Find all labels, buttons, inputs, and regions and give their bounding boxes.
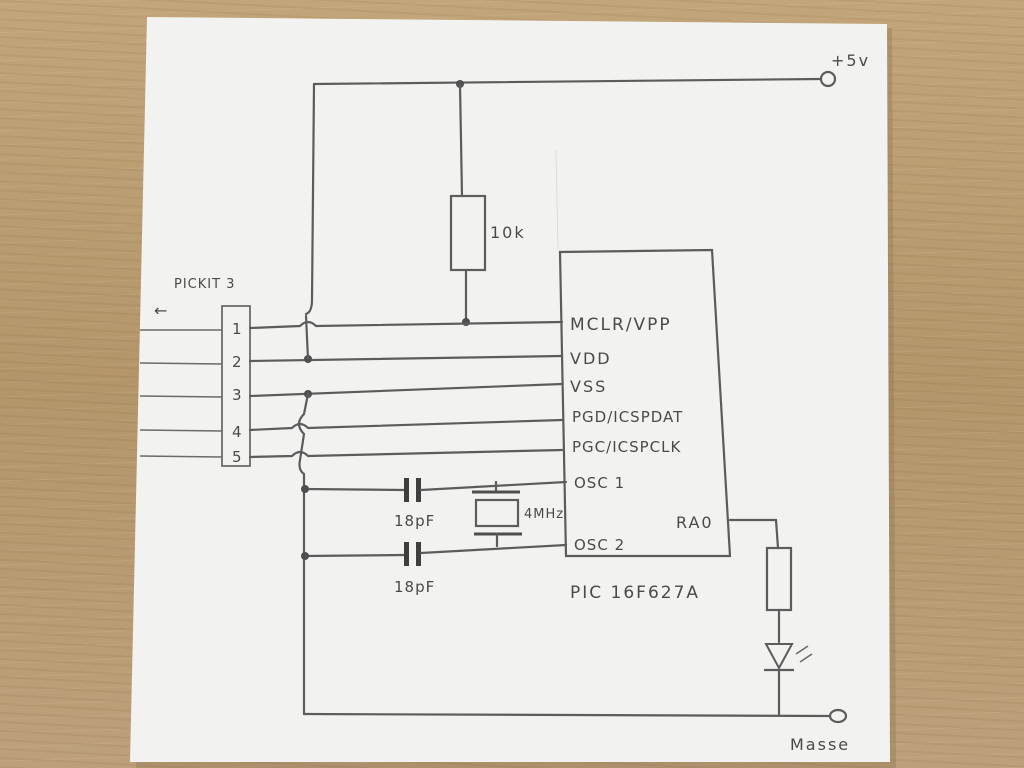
vplus-terminal (819, 70, 837, 88)
chip-pin-vdd: VDD (570, 349, 612, 368)
programmer-label: PICKIT 3 (174, 277, 235, 292)
led-branch (728, 518, 813, 716)
pic-chip: MCLR/VPP VDD VSS PGD/ICSPDAT PGC/ICSPCLK… (558, 248, 732, 603)
connector-body (221, 305, 251, 467)
crystal-label: 4MHz (524, 507, 564, 522)
chip-pin-osc1: OSC 1 (574, 474, 625, 492)
vplus-rail: +5v (304, 51, 870, 316)
chip-body (558, 248, 732, 558)
junction-dot (301, 552, 309, 560)
junction-dot (462, 318, 470, 326)
led-emission-arrows (795, 645, 813, 663)
resistor-body (449, 194, 487, 272)
cap2-plate-b (416, 542, 421, 566)
programming-wires (248, 314, 564, 716)
cap2-label: 18pF (394, 578, 435, 596)
junction-dot (301, 485, 309, 493)
ground-rail: Masse (302, 708, 850, 754)
chip-part-label: PIC 16F627A (570, 583, 700, 603)
led-triangle (764, 643, 794, 671)
pickit-header: PICKIT 3 ← 1 2 3 4 5 (139, 277, 251, 467)
chip-pin-vss: VSS (570, 377, 607, 396)
connector-pin-4: 4 (232, 423, 243, 441)
crystal-body (474, 498, 520, 528)
chip-pin-mclr: MCLR/VPP (570, 315, 672, 335)
connector-pin-1: 1 (232, 320, 243, 338)
resistor-value-label: 10k (490, 223, 526, 242)
cap1-plate-a (404, 478, 409, 502)
chip-pin-pgd: PGD/ICSPDAT (572, 408, 683, 426)
programmer-arrow: ← (154, 301, 169, 320)
cap2-plate-a (404, 542, 409, 566)
connector-pin-2: 2 (232, 353, 243, 371)
connector-pin-5: 5 (232, 448, 243, 466)
ground-terminal (828, 708, 848, 724)
cap1-plate-b (416, 478, 421, 502)
chip-pin-osc2: OSC 2 (574, 536, 625, 554)
chip-pin-ra0: RA0 (676, 513, 714, 532)
chip-pin-pgc: PGC/ICSPCLK (572, 438, 681, 456)
connector-pin-3: 3 (232, 386, 243, 404)
vplus-label: +5v (831, 51, 870, 70)
ground-label: Masse (790, 735, 850, 754)
oscillator-circuit: 18pF 18pF 4MHz (301, 478, 568, 596)
paper (130, 17, 890, 762)
paper-crease (555, 149, 559, 251)
cap1-label: 18pF (394, 512, 435, 530)
